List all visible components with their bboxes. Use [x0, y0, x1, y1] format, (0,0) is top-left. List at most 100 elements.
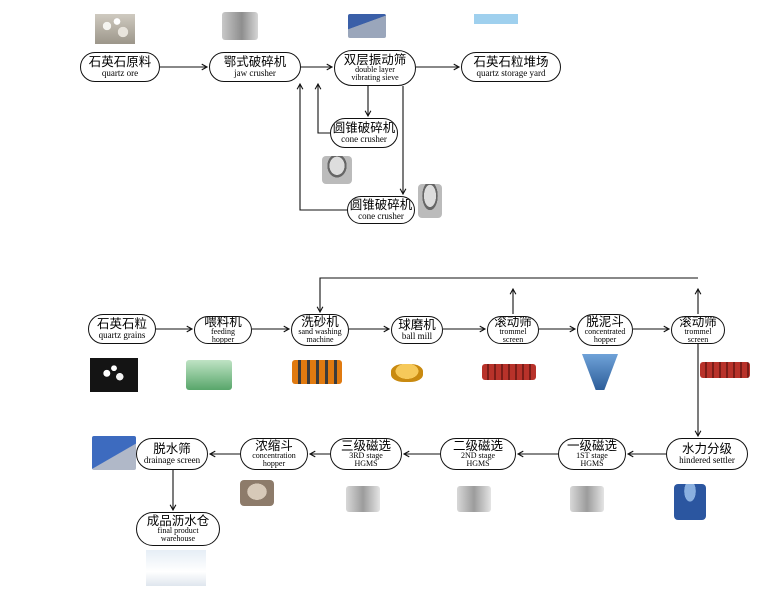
node-label-en: hopper: [262, 459, 286, 469]
hgms-photo: [457, 486, 491, 512]
arrowhead: [308, 450, 316, 458]
node-label-zh: 脱泥斗: [586, 314, 624, 329]
node-label-en: final product: [157, 526, 199, 536]
node-label-zh: 水力分级: [681, 441, 732, 457]
node-label-en: quartz grains: [98, 329, 146, 340]
hgms-photo: [570, 486, 604, 512]
arrowhead: [314, 82, 322, 90]
arrowhead: [402, 450, 410, 458]
arrowhead: [208, 450, 216, 458]
node-label-en: 2ND stage: [461, 451, 495, 461]
jaw-crusher-photo: [222, 12, 258, 40]
hgms-photo: [346, 486, 380, 512]
node-label-en: hopper: [593, 335, 617, 345]
arrowhead: [326, 63, 334, 71]
ball-mill-photo: [391, 364, 423, 382]
node-label-en: HGMS: [354, 459, 378, 469]
cone-crusher-photo: [322, 156, 352, 184]
arrowhead: [296, 82, 304, 90]
node-label-zh: 一级磁选: [566, 438, 617, 453]
node-label-en: HGMS: [466, 459, 490, 469]
node-label-en: machine: [306, 335, 334, 345]
node-label-zh: 石英石粒堆场: [473, 54, 549, 70]
drainage-screen-photo: [92, 436, 136, 470]
arrowhead: [516, 450, 524, 458]
hindered-settler-photo: [674, 484, 706, 520]
node-label-zh: 球磨机: [398, 317, 436, 333]
node-label-zh: 双层振动筛: [343, 51, 407, 67]
node-label-en: double layer: [355, 65, 395, 75]
vibrating-sieve-photo: [348, 14, 386, 38]
node-label-en: hindered settler: [679, 454, 735, 465]
arrowhead: [383, 325, 391, 333]
quartz-ore-photo: [95, 14, 135, 44]
arrowhead: [283, 325, 291, 333]
arrowhead: [453, 63, 461, 71]
arrow-return-to-washer: [319, 277, 698, 312]
arrowhead: [399, 188, 407, 196]
arrowhead: [663, 325, 671, 333]
arrowhead: [364, 110, 372, 118]
arrowhead: [694, 287, 702, 295]
trommel-screen-photo: [482, 364, 536, 380]
node-label-zh: 洗砂机: [301, 314, 339, 329]
node-label-zh: 滚动筛: [679, 316, 717, 329]
arrowhead: [201, 63, 209, 71]
node-label-zh: 二级磁选: [452, 438, 503, 453]
feeding-hopper-photo: [186, 360, 232, 390]
node-label-en: cone crusher: [341, 133, 387, 144]
arrowhead: [186, 325, 194, 333]
node-label-zh: 圆锥破碎机: [349, 197, 413, 213]
arrowhead: [479, 325, 487, 333]
node-label-en: vibrating sieve: [351, 73, 399, 83]
node-label-en: 1ST stage: [576, 451, 608, 461]
arrow-cone2-to-jaw: [299, 84, 347, 211]
node-label-zh: 石英石原料: [88, 54, 152, 70]
node-label-en: feeding: [211, 327, 235, 337]
concentration-hopper-photo: [240, 480, 274, 506]
node-label-en: concentrated: [584, 327, 626, 337]
node-label-en: trommel: [499, 327, 527, 337]
node-label-en: trommel: [684, 327, 712, 337]
node-label-en: warehouse: [160, 534, 196, 544]
node-label-en: drainage screen: [143, 454, 201, 465]
node-label-en: jaw crusher: [234, 67, 276, 78]
node-label-zh: 滚动筛: [494, 316, 532, 329]
trommel-screen-photo: [700, 362, 750, 378]
arrowhead: [169, 504, 177, 512]
arrowhead: [569, 325, 577, 333]
arrowhead: [316, 306, 324, 314]
warehouse-photo: [146, 550, 206, 586]
arrowhead: [694, 430, 702, 438]
node-label-en: hopper: [211, 335, 235, 344]
node-label-zh: 浓缩斗: [255, 438, 293, 453]
node-label-en: concentration: [252, 451, 296, 461]
cone-crusher-photo: [418, 184, 442, 218]
node-label-en: sand washing: [298, 327, 342, 337]
node-label-zh: 脱水筛: [153, 441, 191, 457]
quartz-grains-photo: [90, 358, 138, 392]
node-label-en: 3RD stage: [349, 451, 383, 461]
storage-yard-photo: [474, 14, 518, 36]
node-label-en: screen: [687, 335, 709, 344]
sand-washing-machine-photo: [292, 360, 342, 384]
